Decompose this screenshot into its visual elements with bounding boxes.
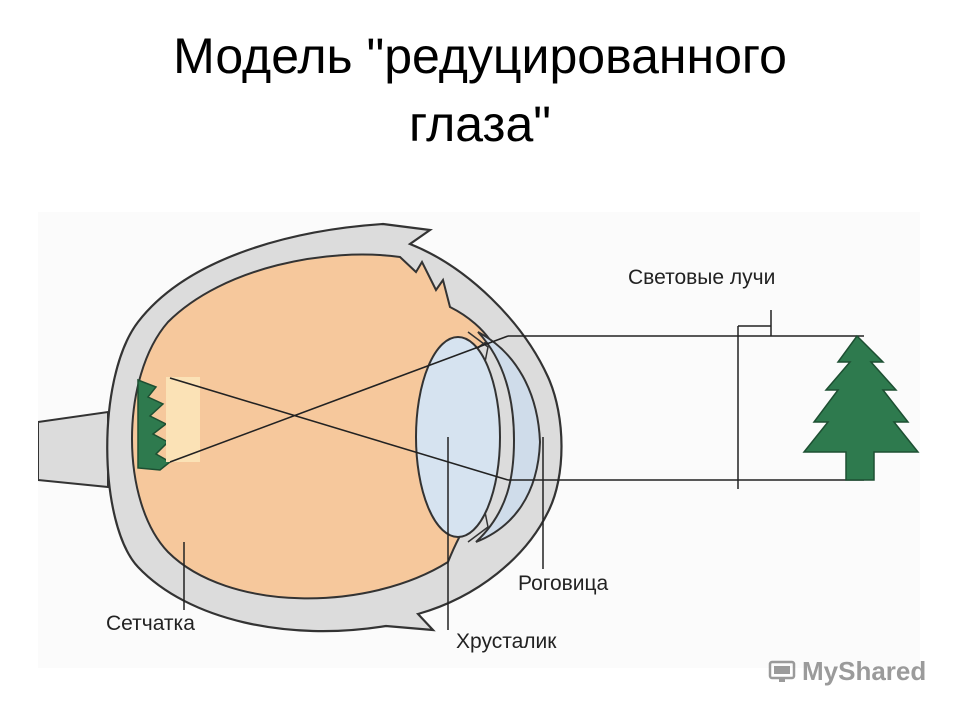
- retina-label: Сетчатка: [106, 612, 195, 635]
- page-title: Модель "редуцированного глаза": [0, 22, 960, 158]
- lens: [415, 336, 501, 538]
- watermark: MyShared: [768, 656, 926, 687]
- retina-highlight: [166, 377, 200, 462]
- ray-cross-1: [169, 335, 509, 463]
- lens-label: Хрусталик: [456, 630, 557, 653]
- rays-label: Световые лучи: [628, 266, 775, 289]
- light-rays: [169, 335, 864, 481]
- eye-diagram-svg: Световые лучи Роговица Сетчатка Хрустали…: [38, 212, 920, 668]
- eye-diagram: Световые лучи Роговица Сетчатка Хрустали…: [38, 212, 920, 668]
- monitor-icon: [768, 660, 796, 682]
- ray-cross-2: [169, 377, 509, 481]
- optic-nerve: [38, 410, 109, 489]
- tree-object: [802, 334, 920, 481]
- title-line-2: глаза": [408, 96, 552, 152]
- watermark-text: MyShared: [802, 656, 927, 686]
- cornea-label: Роговица: [518, 572, 609, 595]
- cornea: [475, 331, 542, 543]
- retina-image: [137, 378, 172, 471]
- title-line-1: Модель "редуцированного: [173, 28, 787, 84]
